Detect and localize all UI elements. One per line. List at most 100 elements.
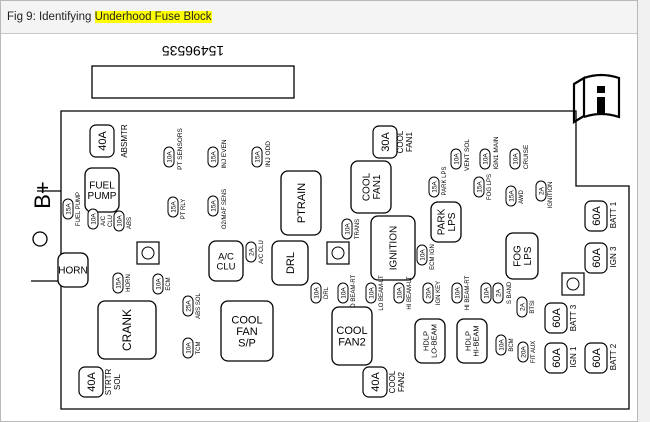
relay-ac-clu-label: A/C bbox=[218, 251, 234, 262]
label-ac-clu-lower: A/C CLU bbox=[259, 240, 265, 264]
relay-drl bbox=[271, 240, 309, 286]
fuse-hi-beam-rt-rating: 10A bbox=[455, 287, 462, 299]
relay-hdlp-hi-label: HDLP bbox=[464, 331, 473, 351]
fuse-ac-clu-shape bbox=[87, 208, 99, 230]
fuse-fuel-pump-shape bbox=[62, 198, 74, 220]
relay-hdlp-lo-label: HDLP bbox=[422, 331, 431, 351]
fuse-hi-beam-lt bbox=[393, 282, 405, 304]
label-btsi: BTSI bbox=[530, 300, 536, 314]
fuse-hi-beam-rt bbox=[451, 282, 463, 304]
fuse-ac-clu-lower-rating: 2A bbox=[249, 247, 256, 256]
relay-fog-lps-label: LPS bbox=[523, 246, 534, 265]
fuse-abs-shape bbox=[113, 210, 125, 232]
fuse-block-outline bbox=[60, 110, 630, 410]
fuse-ac-clu-lower bbox=[245, 241, 257, 263]
relay-cool-fan2-label: FAN2 bbox=[338, 337, 366, 349]
fuse-batt2-rating: 60A bbox=[591, 348, 603, 368]
fuse-ecm-rating: 10A bbox=[156, 278, 163, 290]
fuse-s-band-shape bbox=[492, 282, 504, 304]
relay-ac-clu-label: CLU bbox=[216, 261, 235, 272]
fuse-horn-shape bbox=[112, 272, 124, 294]
label-fuel-pump: FUEL PUMP bbox=[76, 192, 82, 226]
fuse-fog-lps bbox=[473, 176, 485, 198]
fuse-ac-clu-rating: 10A bbox=[91, 213, 98, 225]
fuse-pt-sensors-shape bbox=[163, 146, 175, 168]
fuse-s-band-rating: 2A bbox=[496, 288, 503, 297]
fuse-o2-maf-sens-shape bbox=[207, 195, 219, 217]
fuse-drl-rating: 10A bbox=[314, 287, 321, 299]
part-number: 15496535 bbox=[162, 43, 225, 59]
label-s-band: S BAND bbox=[507, 281, 513, 304]
fuse-fog-lps-shape bbox=[473, 176, 485, 198]
fuse-hi-beam-lt-shape bbox=[393, 282, 405, 304]
fuse-ecm-shape bbox=[152, 273, 164, 295]
relay-park-lps bbox=[430, 201, 462, 243]
fuse-awd-rating: 15A bbox=[509, 190, 516, 202]
fuse-tcm-shape bbox=[182, 337, 194, 359]
fuse-ecm-ign bbox=[416, 244, 428, 266]
label-pt-sensors: PT SENSORS bbox=[177, 127, 184, 169]
fuse-vent-sol-shape bbox=[450, 148, 462, 170]
fuse-batt3-rating: 60A bbox=[551, 308, 563, 328]
fuse-batt2 bbox=[584, 342, 608, 374]
fuse-ign1 bbox=[544, 342, 568, 374]
label-cool-fan1-a: COOL bbox=[396, 130, 405, 153]
fuse-lo-beam-rt bbox=[337, 282, 349, 304]
fuse-ign1-rating: 60A bbox=[551, 348, 563, 368]
test-point-circle bbox=[331, 246, 345, 260]
fuse-cool-fan1-rating: 30A bbox=[380, 132, 392, 152]
part-number-label bbox=[91, 65, 295, 99]
fuse-fuel-pump bbox=[62, 198, 74, 220]
fuse-strtr-sol-rating: 40A bbox=[86, 372, 98, 392]
fuse-cruise bbox=[509, 148, 521, 170]
fuse-lo-beam-lt bbox=[365, 282, 377, 304]
fuse-pt-sensors bbox=[163, 146, 175, 168]
relay-park-lps-label: PARK bbox=[436, 208, 447, 235]
fuse-park-lps-shape bbox=[428, 176, 440, 198]
label-cruise: CRUISE bbox=[523, 144, 530, 169]
label-ac-clu-b: CLU bbox=[108, 215, 114, 227]
fuse-pt-rly-shape bbox=[167, 196, 179, 218]
fuse-ign-key-rating: 20A bbox=[426, 287, 433, 299]
fuse-btsi-rating: 2A bbox=[520, 302, 527, 311]
label-strtr-sol-b: SOL bbox=[113, 373, 122, 390]
relay-cool-fan2 bbox=[331, 306, 373, 366]
relay-ac-clu bbox=[208, 240, 244, 282]
fuse-ecm-ign-shape bbox=[416, 244, 428, 266]
label-o2-maf-sens: O2/MAF SENS bbox=[222, 189, 228, 229]
fuse-trans-rating: 10A bbox=[345, 223, 352, 235]
label-trans: TRANS bbox=[355, 219, 361, 239]
label-ac-clu-a: A/C bbox=[101, 215, 107, 226]
fuse-ign1-main-rating: 10A bbox=[483, 153, 490, 165]
label-batt3: BATT 3 bbox=[569, 304, 578, 331]
relay-drl-label: DRL bbox=[285, 252, 297, 274]
fuse-awd bbox=[505, 185, 517, 207]
relay-ptrain-label: PTRAIN bbox=[296, 183, 308, 223]
info-book-glyph bbox=[597, 86, 605, 113]
test-point-circle bbox=[566, 277, 580, 291]
relay-cool-fan1-label: FAN1 bbox=[372, 174, 383, 199]
fuse-btsi-shape bbox=[516, 296, 528, 318]
label-fit-aux: FIT AUX bbox=[531, 341, 537, 364]
fuse-dvo-shape bbox=[480, 282, 492, 304]
fuse-hi-beam-lt-rating: 10A bbox=[397, 287, 404, 299]
test-point-circle bbox=[141, 246, 155, 260]
fuse-fit-aux-rating: 20A bbox=[521, 346, 528, 358]
fuse-tcm-rating: 10A bbox=[186, 342, 193, 354]
fuse-vent-sol bbox=[450, 148, 462, 170]
relay-hdlp-lo bbox=[414, 318, 446, 364]
fuse-horn-rating: 15A bbox=[116, 277, 123, 289]
fuse-batt1 bbox=[584, 200, 608, 232]
label-lo-beam-rt: LO BEAM-RT bbox=[351, 274, 357, 311]
fuse-tcm bbox=[182, 337, 194, 359]
label-ecm-ign: ECM IGN bbox=[430, 244, 436, 270]
label-cool-fan2-a: COOL bbox=[388, 370, 397, 393]
label-ign1-main: IGN1 MAIN bbox=[493, 136, 500, 170]
relay-cool-fan-sp-label: COOL bbox=[231, 314, 262, 326]
fuse-pt-rly-rating: 15A bbox=[171, 201, 178, 213]
fuse-ecm-ign-rating: 10A bbox=[420, 249, 427, 261]
fuse-abs-sol-rating: 25A bbox=[186, 300, 193, 312]
